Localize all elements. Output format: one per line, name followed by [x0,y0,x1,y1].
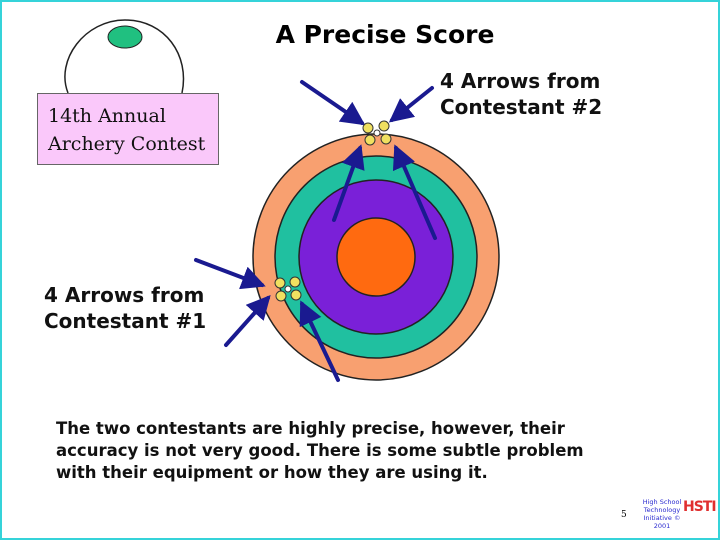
contestant1-arrow-fletchings [274,276,302,302]
logo-mark: HSTI [683,499,717,515]
hsti-logo: High School Technology Initiative © 2001… [631,498,717,536]
target-bullseye [336,217,416,297]
contestant1-pointer-arrows [194,258,340,382]
contestant2-arrow-fletchings [362,120,392,146]
sign-line-1: 14th Annual [48,105,166,127]
sign-hanger-string [64,19,185,94]
sign-line-2: Archery Contest [48,133,206,155]
slide-title: A Precise Score [275,20,495,49]
contestant2-pointer-arrows [300,80,437,240]
contest-sign: 14th Annual Archery Contest [37,93,219,165]
page-number: 5 [621,510,627,520]
sign-hanger-knob [107,25,143,49]
logo-text: High School Technology Initiative © 2001 [642,498,682,530]
contestant2-label: 4 Arrows from Contestant #2 [440,69,603,119]
contestant1-label: 4 Arrows from Contestant #1 [44,283,207,333]
caption-text: The two contestants are highly precise, … [56,419,584,482]
